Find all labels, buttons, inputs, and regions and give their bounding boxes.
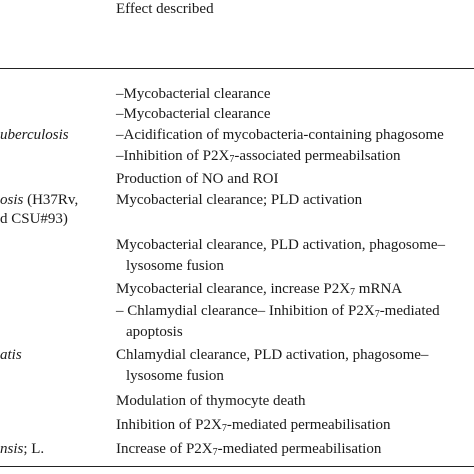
effect-cell: Modulation of thymocyte death <box>116 393 306 409</box>
organism-fragment: uberculosis <box>0 127 69 143</box>
subscript-seven: 7 <box>350 287 356 298</box>
effect-cell: –Acidification of mycobacteria-containin… <box>116 127 444 143</box>
organism-fragment: d CSU#93) <box>0 211 68 227</box>
subscript-seven: 7 <box>229 154 235 165</box>
organism-fragment: nsis; L. <box>0 441 45 457</box>
effect-cell-continuation: apoptosis <box>126 324 183 340</box>
organism-fragment: atis <box>0 347 22 363</box>
column-header-effect: Effect described <box>116 1 214 17</box>
effect-cell: – Chlamydial clearance– Inhibition of P2… <box>116 303 440 320</box>
effect-cell-continuation: lysosome fusion <box>126 258 224 274</box>
effect-cell: Inhibition of P2X7-mediated permeabilisa… <box>116 417 391 434</box>
effect-cell: Chlamydial clearance, PLD activation, ph… <box>116 347 429 363</box>
subscript-seven: 7 <box>221 423 227 434</box>
effect-cell: Mycobacterial clearance, increase P2X7 m… <box>116 281 403 298</box>
effect-cell: Mycobacterial clearance, PLD activation,… <box>116 237 446 253</box>
effect-cell: –Inhibition of P2X7-associated permeabil… <box>116 148 401 165</box>
subscript-seven: 7 <box>374 309 380 320</box>
effect-cell-continuation: lysosome fusion <box>126 368 224 384</box>
effect-cell: Production of NO and ROI <box>116 171 279 187</box>
subscript-seven: 7 <box>212 447 218 458</box>
table-bottom-rule <box>0 466 474 467</box>
effect-cell: –Mycobacterial clearance <box>116 86 271 102</box>
effect-cell: Increase of P2X7-mediated permeabilisati… <box>116 441 382 458</box>
organism-fragment: osis (H37Rv, <box>0 192 79 208</box>
effect-cell: –Mycobacterial clearance <box>116 106 271 122</box>
effect-cell: Mycobacterial clearance; PLD activation <box>116 192 363 208</box>
table-top-rule <box>0 68 474 69</box>
